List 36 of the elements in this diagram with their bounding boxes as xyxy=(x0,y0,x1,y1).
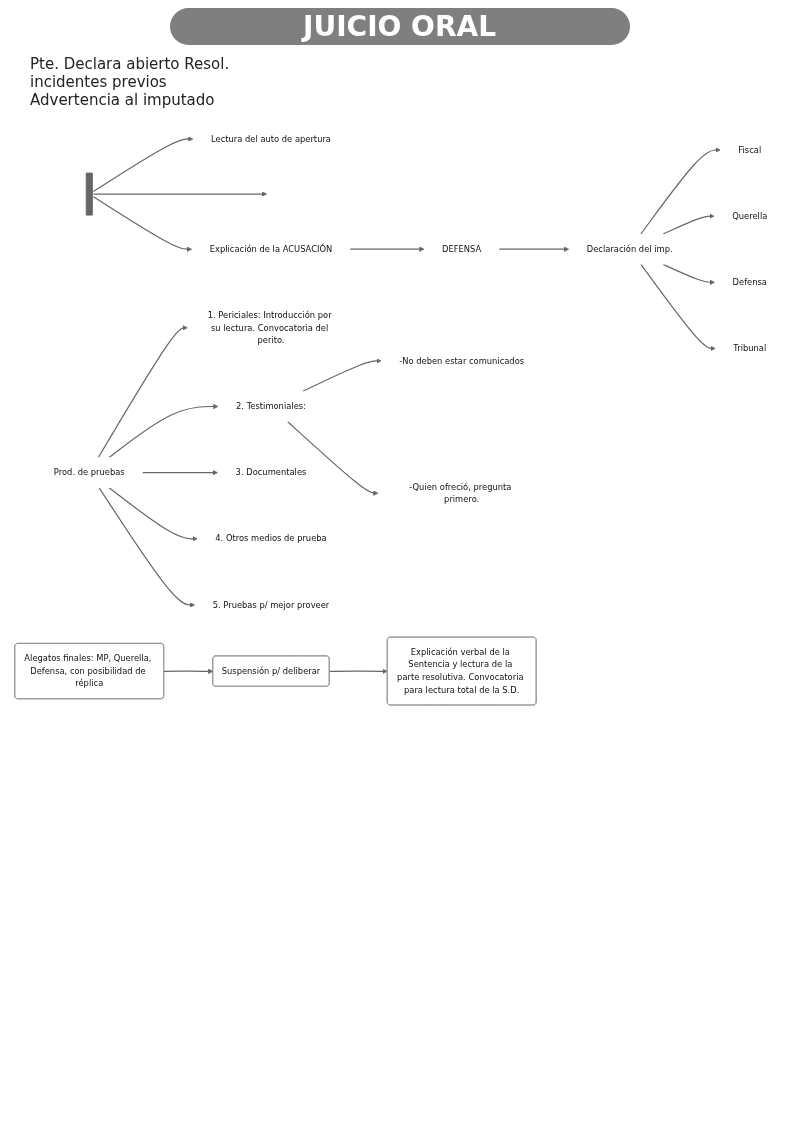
node-text: -No deben estar comunicados xyxy=(398,355,524,366)
arrow xyxy=(92,196,192,252)
note-text: Pte. Declara abierto Resol. incidentes previos Advertencia al imputado xyxy=(30,55,231,109)
arrow xyxy=(92,191,267,197)
node-text: Tribunal xyxy=(732,343,766,353)
node-text: 5. Pruebas p/ mejor proveer xyxy=(212,599,329,610)
arrow xyxy=(108,403,218,459)
arrow xyxy=(301,358,382,392)
arrow xyxy=(662,213,715,235)
arrow xyxy=(662,263,715,285)
arrow xyxy=(286,421,378,496)
arrow xyxy=(639,263,716,352)
node-text: 3. Documentales xyxy=(235,467,306,478)
arrow xyxy=(98,487,195,608)
arrow xyxy=(498,246,569,252)
arrow xyxy=(108,487,198,542)
node-text: Explicación de la ACUSACIÓN xyxy=(209,244,332,254)
arrow xyxy=(328,668,388,674)
arrow xyxy=(162,668,213,674)
arrow xyxy=(349,246,424,252)
node-text: Querella xyxy=(731,211,767,221)
node-text: Prod. de pruebas xyxy=(53,467,125,478)
arrow xyxy=(92,136,193,192)
arrow xyxy=(97,325,188,459)
node-text: Declaración del imp. xyxy=(586,244,673,254)
node-text: Defensa xyxy=(732,277,767,287)
node-text: 1. Periciales: Introducción por su lectura. Convocatoria del perito. xyxy=(207,310,332,345)
node-text: DEFENSA xyxy=(441,244,481,254)
node-text: 4. Otros medios de prueba xyxy=(214,533,327,544)
node-text: Fiscal xyxy=(737,144,761,155)
node-text: -Quien ofreció, pregunta primero. xyxy=(408,481,511,504)
arrow xyxy=(141,470,218,476)
title-banner: JUICIO ORAL xyxy=(169,8,630,45)
node-text: Lectura del auto de apertura xyxy=(210,133,331,144)
arrow xyxy=(639,147,721,235)
node-text: 2. Testimoniales: xyxy=(235,401,306,411)
